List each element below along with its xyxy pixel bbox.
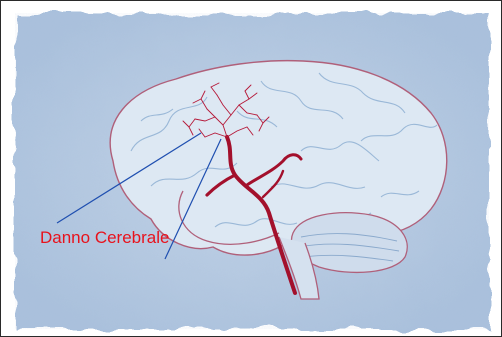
damage-label: Danno Cerebrale [40, 228, 169, 248]
